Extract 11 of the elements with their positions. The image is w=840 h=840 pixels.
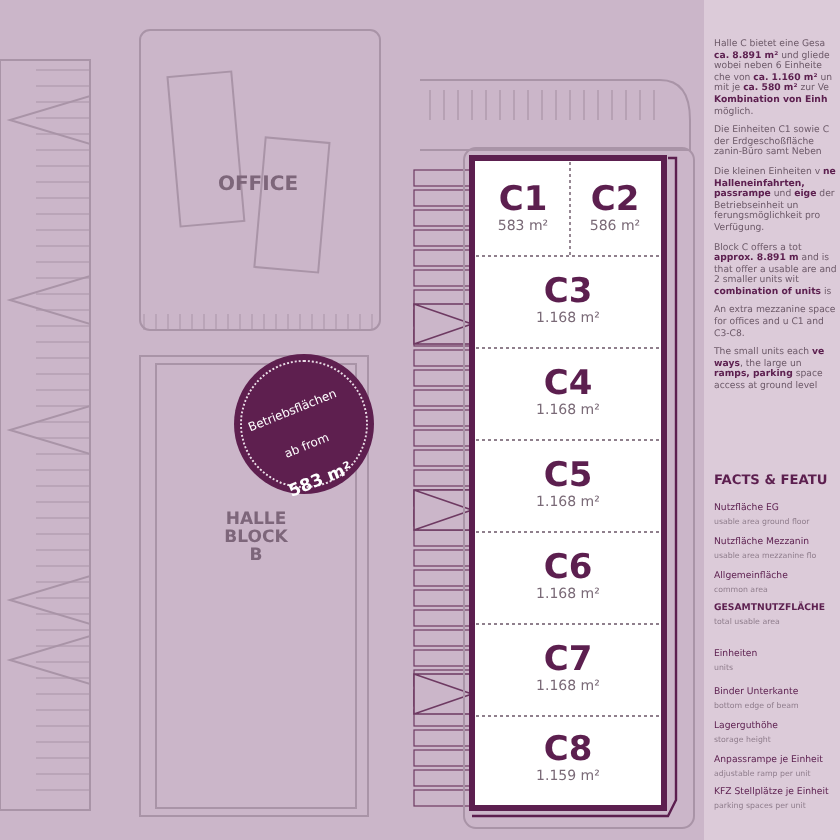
unit-name: C3 [543,274,593,310]
building-label: HALLE BLOCK B [222,512,290,566]
unit-name: C5 [543,458,593,494]
unit-name: C1 [496,181,550,217]
unit-name: C2 [588,181,642,217]
unit-name: C4 [543,366,593,402]
unit-name: C7 [543,642,593,678]
unit-name: C6 [543,550,593,586]
unit-name: C8 [543,732,593,768]
badge-text: 583 m² [286,460,356,503]
building-label: OFFICE [217,174,299,196]
